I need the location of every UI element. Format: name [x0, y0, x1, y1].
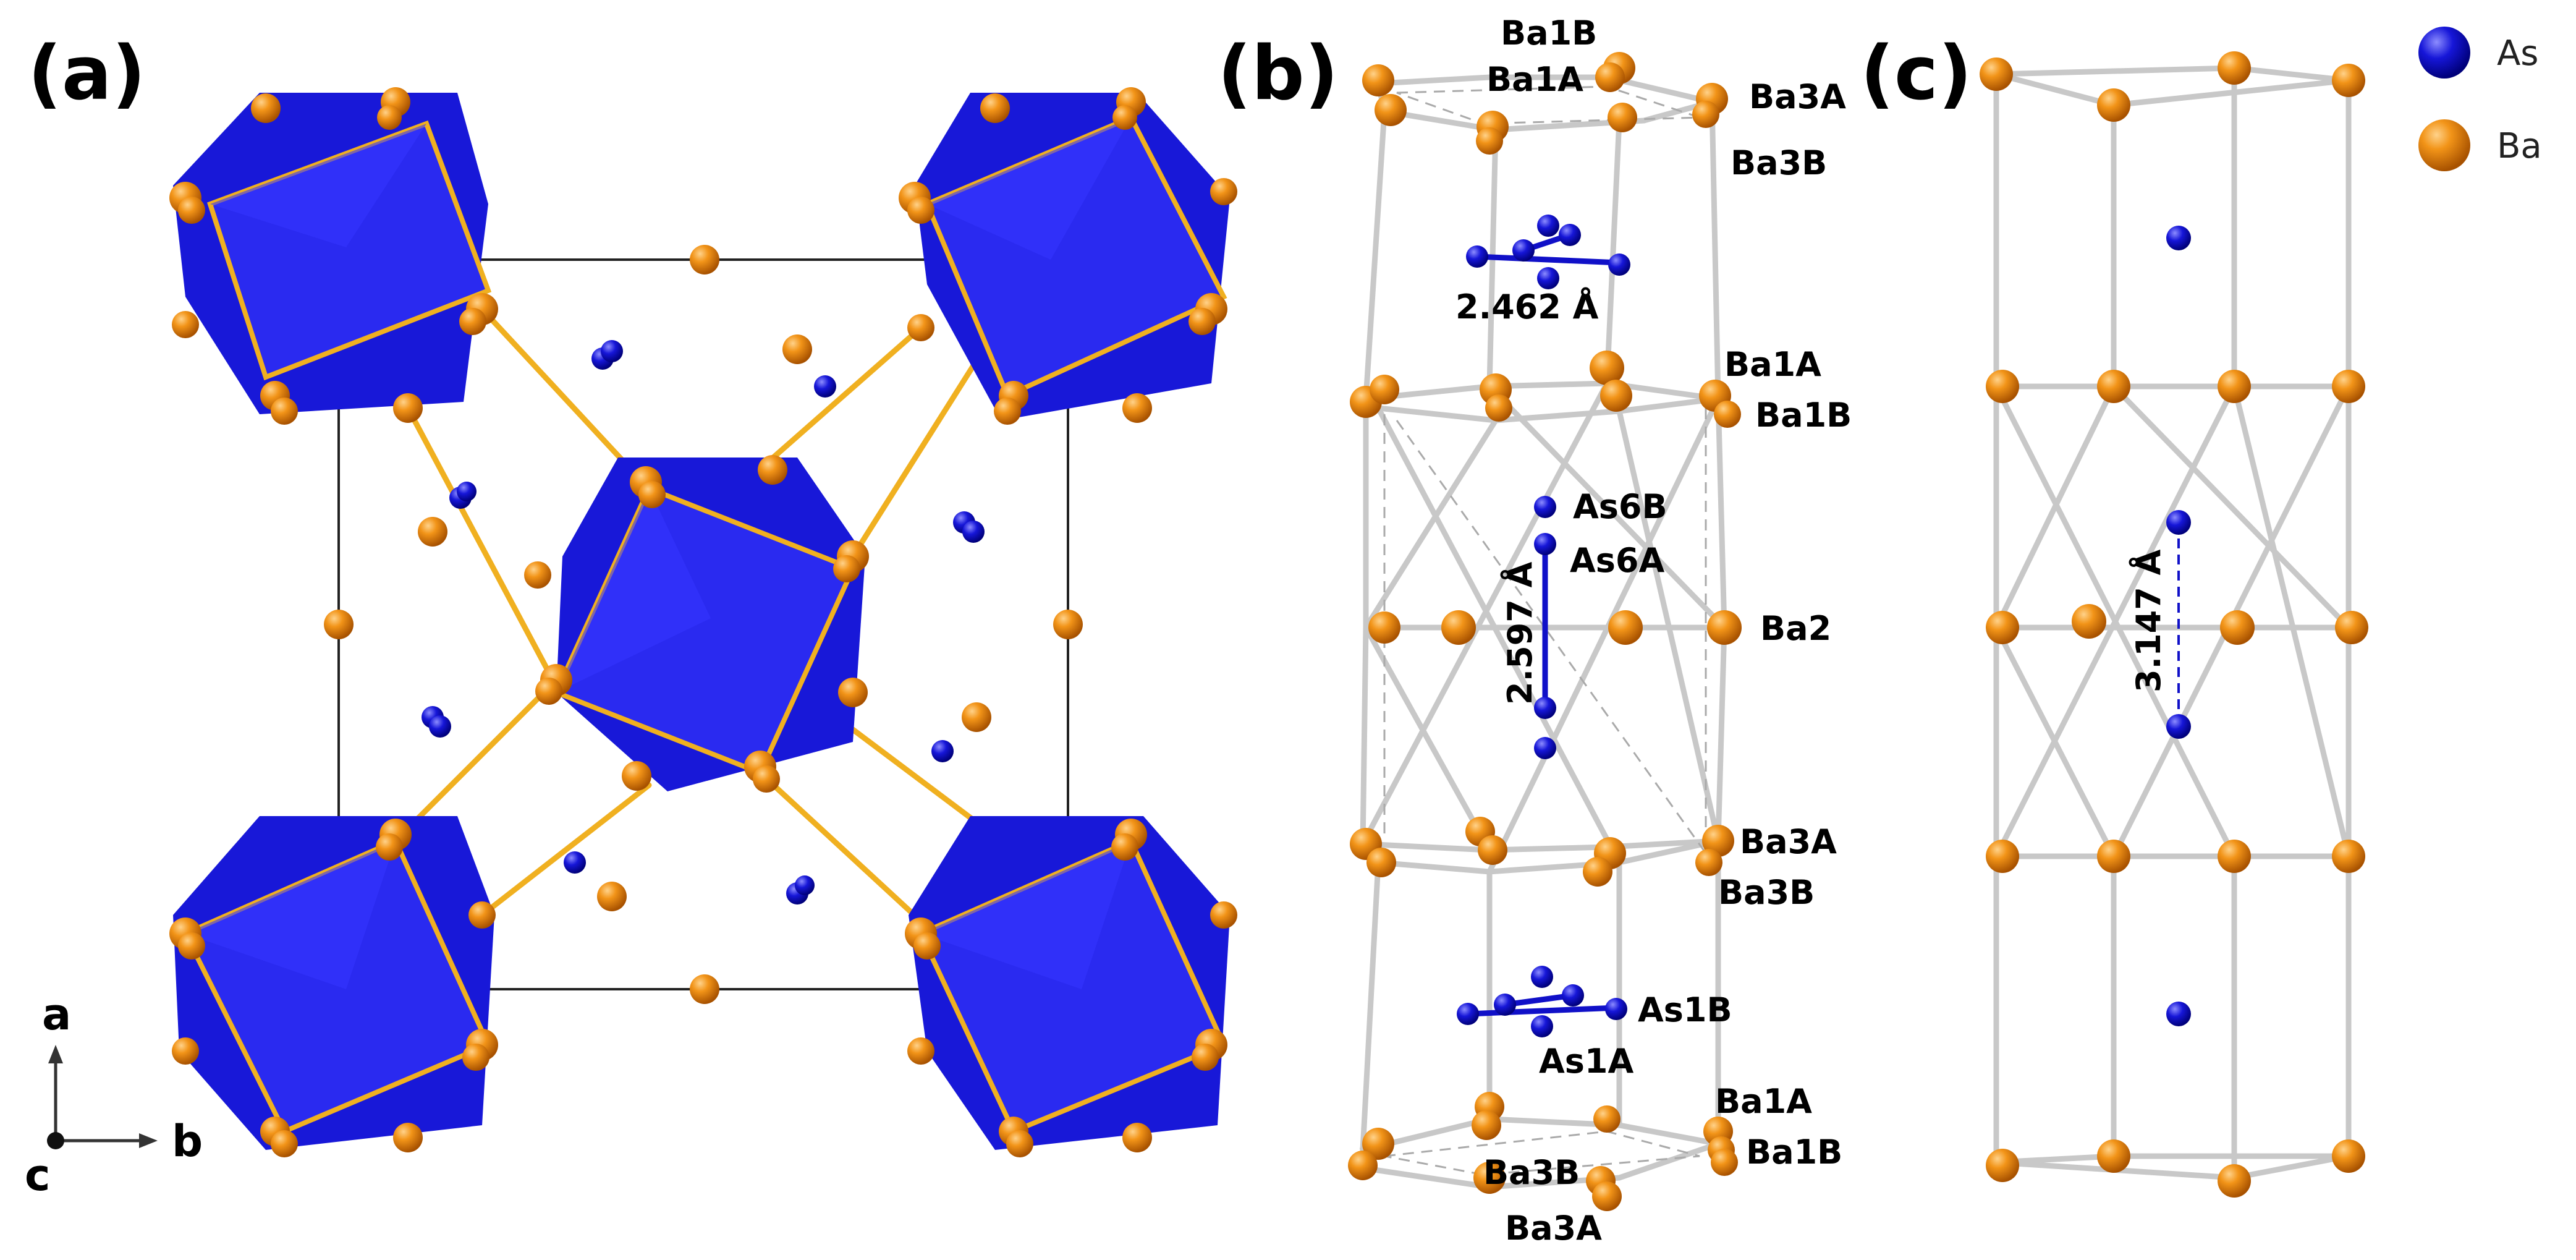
ba-atoms-a	[169, 87, 1237, 1157]
panel-b: (b)	[1218, 14, 1852, 1248]
polyhedron-top-left	[173, 93, 492, 414]
label-ba1a-bot: Ba1A	[1715, 1082, 1812, 1121]
label-ba3a-top: Ba3A	[1749, 77, 1846, 116]
axis-label-a: a	[42, 989, 71, 1040]
polyhedron-center	[553, 458, 865, 791]
label-ba3b-mid: Ba3B	[1718, 873, 1815, 912]
axis-indicator: a b c	[25, 989, 203, 1201]
labels-b: Ba1B Ba1A Ba3A Ba3B 2.462 Å Ba1A Ba1B As…	[1455, 14, 1852, 1248]
label-ba3b-top: Ba3B	[1731, 143, 1827, 182]
label-ba1b-top: Ba1B	[1501, 14, 1597, 53]
label-ba3a-bot: Ba3A	[1505, 1209, 1602, 1248]
label-ba3a-mid: Ba3A	[1740, 822, 1837, 861]
ba-atoms-c	[1980, 51, 2368, 1198]
legend-ba-label: Ba	[2497, 126, 2542, 166]
panel-a: (a)	[25, 31, 1237, 1201]
label-ba2: Ba2	[1760, 609, 1831, 648]
label-ba1a-top: Ba1A	[1486, 60, 1583, 99]
panel-c: (c)	[1860, 31, 2368, 1198]
as-atoms-c	[2166, 226, 2191, 1026]
label-as1b: As1B	[1638, 990, 1732, 1029]
legend-as-label: As	[2497, 33, 2538, 74]
legend-as-swatch	[2418, 27, 2470, 79]
label-ba1b-bot: Ba1B	[1746, 1133, 1842, 1172]
label-ba3b-bot: Ba3B	[1483, 1153, 1580, 1192]
label-dist-mid: 2.597 Å	[1501, 561, 1540, 705]
legend-ba-swatch	[2418, 119, 2470, 171]
axis-label-c: c	[25, 1150, 51, 1201]
panel-c-letter: (c)	[1860, 31, 1972, 117]
framework-c	[1993, 65, 2352, 1181]
label-dist-top: 2.462 Å	[1455, 287, 1599, 326]
label-ba1a-mid: Ba1A	[1724, 345, 1821, 384]
panel-a-letter: (a)	[28, 31, 146, 117]
label-as1a: As1A	[1539, 1042, 1634, 1081]
label-ba1b-mid: Ba1B	[1755, 396, 1852, 435]
label-as6b: As6B	[1573, 487, 1667, 526]
label-as6a: As6A	[1570, 541, 1665, 580]
polyhedron-bottom-right	[909, 816, 1230, 1150]
legend: As Ba	[2418, 27, 2542, 171]
ba-atoms-b	[1348, 52, 1742, 1211]
label-dist-c: 3.147 Å	[2129, 549, 2168, 692]
polyhedron-top-right	[915, 93, 1230, 420]
as-atoms-b	[1457, 215, 1630, 1037]
polyhedron-bottom-left	[173, 816, 494, 1150]
panel-b-letter: (b)	[1218, 31, 1339, 117]
as-atoms-a	[422, 340, 985, 905]
axis-label-b: b	[172, 1116, 203, 1167]
